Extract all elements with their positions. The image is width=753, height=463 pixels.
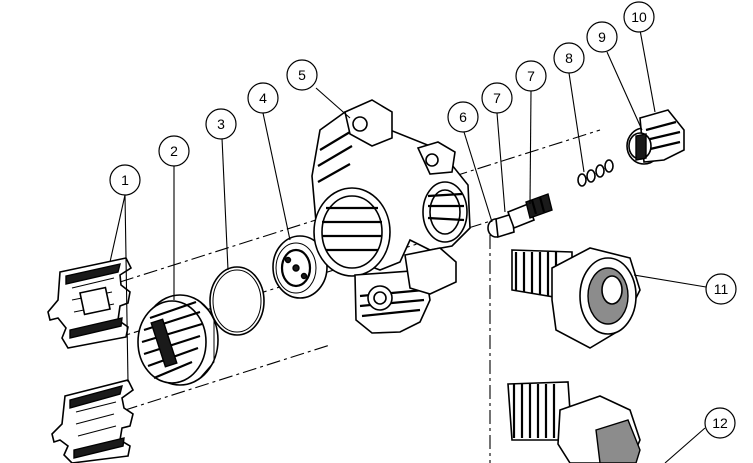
callout-6: 6 xyxy=(447,101,479,133)
part-12-connector xyxy=(507,381,641,463)
leader-12 xyxy=(664,427,706,463)
leader-lines xyxy=(109,29,707,463)
leader-1a xyxy=(109,194,126,263)
callout-7a: 7 xyxy=(481,82,513,114)
leader-1b xyxy=(124,194,129,383)
part-2-cap xyxy=(137,294,219,386)
callout-5: 5 xyxy=(286,59,318,91)
leader-8 xyxy=(568,72,585,173)
leader-3 xyxy=(221,137,229,271)
callout-7b-label: 7 xyxy=(527,68,535,84)
part-7-throat xyxy=(506,193,553,230)
part-3-o-ring xyxy=(209,266,265,336)
callout-8: 8 xyxy=(553,42,585,74)
leader-9 xyxy=(606,51,643,131)
callout-9-label: 9 xyxy=(598,29,606,45)
callout-10: 10 xyxy=(623,1,655,33)
callout-11-label: 11 xyxy=(714,281,729,297)
callout-12: 12 xyxy=(704,407,736,439)
leader-11 xyxy=(633,274,707,288)
callout-12-label: 12 xyxy=(712,415,728,431)
leader-5 xyxy=(315,87,351,119)
part-5-valve-body xyxy=(311,99,471,334)
leader-10 xyxy=(639,29,656,113)
callout-7a-label: 7 xyxy=(493,90,501,106)
callout-4: 4 xyxy=(247,82,279,114)
callout-8-label: 8 xyxy=(565,50,573,66)
callout-3-label: 3 xyxy=(217,116,225,132)
callout-1: 1 xyxy=(109,164,141,196)
part-1-clip-lower xyxy=(51,379,135,463)
callout-4-label: 4 xyxy=(259,90,267,106)
callout-10-label: 10 xyxy=(631,9,647,25)
part-4-disc xyxy=(272,235,328,299)
part-1-clip-upper xyxy=(47,257,133,349)
callout-7b: 7 xyxy=(515,60,547,92)
part-8-o-rings xyxy=(577,159,614,187)
callout-2: 2 xyxy=(158,135,190,167)
leader-7a xyxy=(496,112,506,213)
callout-6-label: 6 xyxy=(459,109,467,125)
axis-lower xyxy=(99,344,331,419)
callout-2-label: 2 xyxy=(170,143,178,159)
callout-9: 9 xyxy=(586,21,618,53)
callout-11: 11 xyxy=(705,273,737,305)
callout-3: 3 xyxy=(205,108,237,140)
part-10-plug xyxy=(626,109,685,165)
part-11-connector xyxy=(511,247,641,349)
callout-1-label: 1 xyxy=(121,172,129,188)
leader-7b xyxy=(529,90,532,205)
part-6-nozzle xyxy=(487,212,515,239)
leader-6 xyxy=(463,131,493,223)
callout-5-label: 5 xyxy=(298,67,306,83)
leader-4 xyxy=(262,112,291,241)
